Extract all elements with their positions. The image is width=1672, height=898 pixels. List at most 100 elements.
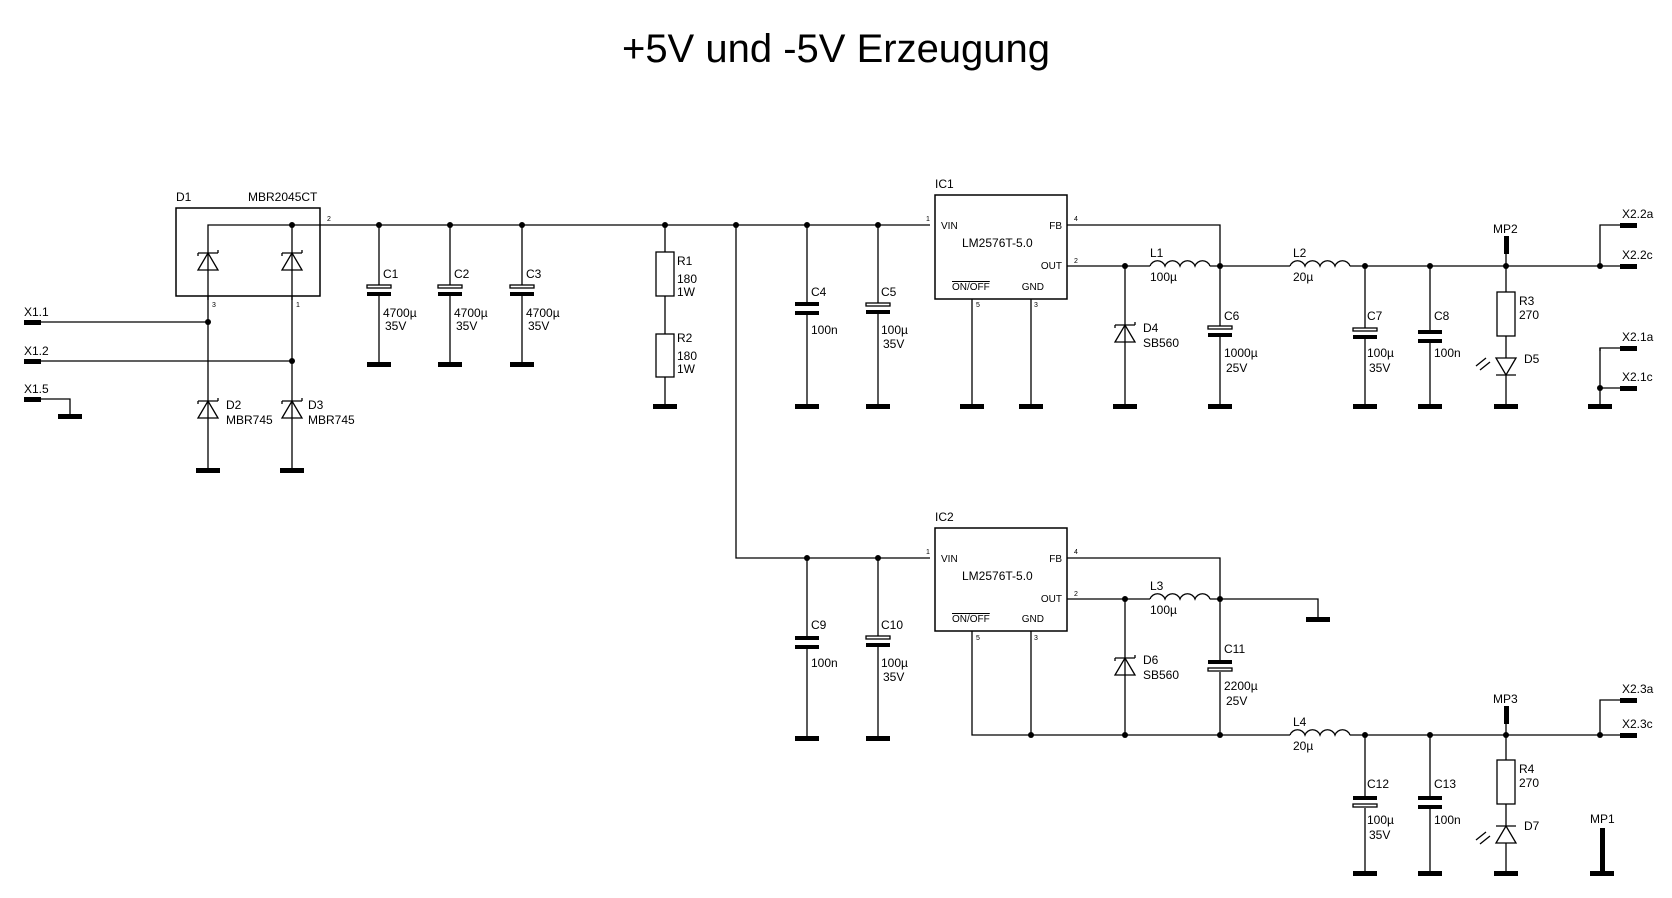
svg-text:2: 2 — [1074, 258, 1078, 265]
svg-text:L2: L2 — [1293, 246, 1307, 260]
svg-text:X1.1: X1.1 — [24, 305, 49, 319]
svg-text:100µ: 100µ — [1150, 603, 1177, 617]
inductor-l1: L1 100µ — [1149, 246, 1290, 284]
svg-text:FB: FB — [1049, 554, 1062, 565]
svg-text:R1: R1 — [677, 254, 693, 268]
svg-text:ON/OFF: ON/OFF — [952, 614, 990, 625]
svg-text:35V: 35V — [456, 319, 477, 333]
svg-text:2: 2 — [1074, 591, 1078, 598]
connector-x2-1c: X2.1c — [1620, 370, 1653, 391]
connector-x1-1: X1.1 — [24, 305, 49, 325]
regulator-ic1: IC1 LM2576T-5.0 VIN FB OUT ON/OFF GND 1 … — [926, 177, 1078, 309]
inductor-l2: L2 20µ — [1289, 246, 1600, 284]
svg-text:4: 4 — [1074, 549, 1078, 556]
svg-text:35V: 35V — [1369, 361, 1390, 375]
svg-text:1000µ: 1000µ — [1224, 346, 1258, 360]
svg-text:D7: D7 — [1524, 819, 1540, 833]
svg-text:GND: GND — [1022, 614, 1044, 625]
regulator-ic2: IC2 LM2576T-5.0 VIN FB OUT ON/OFF GND 1 … — [926, 510, 1078, 642]
svg-text:D5: D5 — [1524, 352, 1540, 366]
test-point-mp2: MP2 — [1493, 222, 1518, 266]
diode-d4: D4 SB560 — [1113, 266, 1179, 409]
svg-text:1W: 1W — [677, 362, 696, 376]
svg-text:C3: C3 — [526, 267, 542, 281]
svg-text:3: 3 — [1034, 302, 1038, 309]
svg-text:25V: 25V — [1226, 694, 1247, 708]
svg-text:5: 5 — [976, 635, 980, 642]
svg-text:35V: 35V — [528, 319, 549, 333]
svg-text:180: 180 — [677, 272, 697, 286]
svg-text:1W: 1W — [677, 285, 696, 299]
connector-x2-3c: X2.3c — [1620, 717, 1653, 738]
svg-text:35V: 35V — [1369, 828, 1390, 842]
svg-text:20µ: 20µ — [1293, 739, 1313, 753]
svg-text:2: 2 — [327, 216, 331, 223]
svg-text:100µ: 100µ — [1150, 270, 1177, 284]
capacitor-c1: C1 4700µ 35V — [366, 225, 417, 367]
svg-text:35V: 35V — [385, 319, 406, 333]
ground-symbol — [58, 414, 82, 419]
diode-d2: D2 MBR745 — [196, 398, 273, 427]
test-point-mp3: MP3 — [1493, 692, 1518, 735]
diode-d3: D3 MBR745 — [280, 398, 355, 427]
svg-text:C10: C10 — [881, 618, 903, 632]
svg-text:35V: 35V — [883, 670, 904, 684]
svg-text:100µ: 100µ — [881, 656, 908, 670]
connector-x1-2: X1.2 — [24, 344, 49, 364]
svg-text:3: 3 — [1034, 635, 1038, 642]
svg-text:X2.1a: X2.1a — [1622, 330, 1654, 344]
svg-text:OUT: OUT — [1041, 261, 1062, 272]
svg-text:R2: R2 — [677, 331, 693, 345]
svg-text:5: 5 — [976, 302, 980, 309]
svg-text:C4: C4 — [811, 285, 827, 299]
capacitor-c7: C7 100µ 35V — [1352, 266, 1394, 409]
capacitor-c12: C12 100µ 35V — [1352, 735, 1394, 876]
inductor-l4: L4 20µ — [1289, 715, 1600, 753]
svg-text:100n: 100n — [811, 656, 838, 670]
svg-text:C7: C7 — [1367, 309, 1383, 323]
svg-text:R3: R3 — [1519, 294, 1535, 308]
svg-text:X1.2: X1.2 — [24, 344, 49, 358]
svg-text:LM2576T-5.0: LM2576T-5.0 — [962, 236, 1033, 250]
svg-text:C2: C2 — [454, 267, 470, 281]
svg-text:D1: D1 — [176, 190, 192, 204]
svg-text:MBR745: MBR745 — [226, 413, 273, 427]
svg-text:100n: 100n — [811, 323, 838, 337]
led-d7: D7 — [1475, 819, 1540, 876]
resistor-r1-r2: R1 180 1W R2 180 1W — [653, 225, 697, 409]
connector-x2-3a: X2.3a — [1620, 682, 1654, 703]
svg-text:4: 4 — [1074, 216, 1078, 223]
svg-text:4700µ: 4700µ — [383, 306, 417, 320]
svg-text:3: 3 — [212, 302, 216, 309]
svg-text:C8: C8 — [1434, 309, 1450, 323]
svg-text:SB560: SB560 — [1143, 668, 1179, 682]
svg-text:C6: C6 — [1224, 309, 1240, 323]
connector-x2-1a: X2.1a — [1620, 330, 1654, 351]
resistor-r4: R4 270 — [1496, 735, 1539, 826]
svg-text:MBR745: MBR745 — [308, 413, 355, 427]
diode-d6: D6 SB560 — [1113, 599, 1179, 735]
svg-text:X2.2a: X2.2a — [1622, 207, 1654, 221]
svg-text:C9: C9 — [811, 618, 827, 632]
svg-text:1: 1 — [926, 216, 930, 223]
resistor-r3: R3 270 — [1496, 266, 1539, 358]
svg-text:R4: R4 — [1519, 762, 1535, 776]
svg-text:C1: C1 — [383, 267, 399, 281]
rectifier-d1: D1 MBR2045CT 3 1 2 — [175, 190, 331, 309]
svg-text:C11: C11 — [1224, 642, 1245, 656]
capacitor-c13: C13 100n — [1418, 735, 1461, 876]
connector-x2-2a: X2.2a — [1620, 207, 1654, 228]
svg-text:C12: C12 — [1367, 777, 1389, 791]
svg-text:C13: C13 — [1434, 777, 1456, 791]
svg-text:FB: FB — [1049, 221, 1062, 232]
svg-text:180: 180 — [677, 349, 697, 363]
svg-text:100µ: 100µ — [881, 323, 908, 337]
capacitor-c6: C6 1000µ 25V — [1207, 266, 1258, 409]
svg-text:OUT: OUT — [1041, 594, 1062, 605]
svg-text:25V: 25V — [1226, 361, 1247, 375]
svg-text:X2.3c: X2.3c — [1622, 717, 1653, 731]
svg-text:X2.1c: X2.1c — [1622, 370, 1653, 384]
connector-x1-5: X1.5 — [24, 382, 49, 402]
svg-text:C5: C5 — [881, 285, 897, 299]
